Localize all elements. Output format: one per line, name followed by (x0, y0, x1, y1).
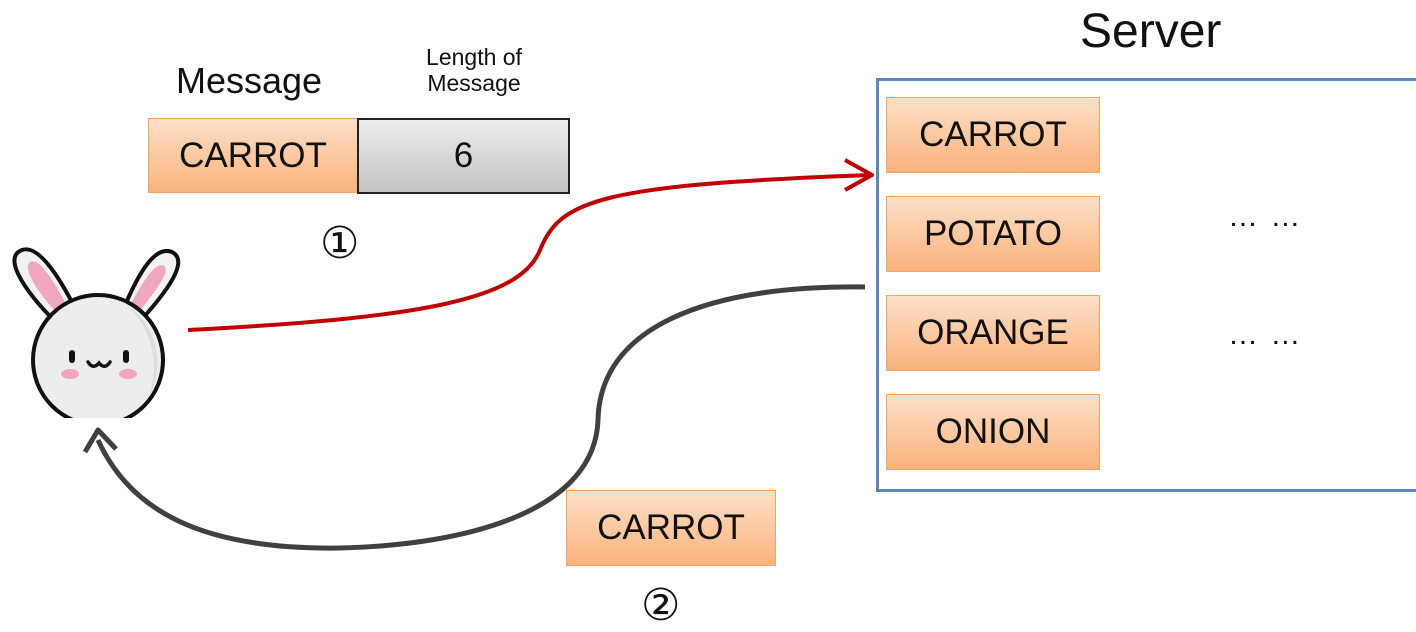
server-ellipsis-1: … … (1228, 200, 1303, 233)
length-header-line2: Message (427, 70, 521, 96)
server-entry-onion: ONION (886, 394, 1100, 470)
server-entry-potato: POTATO (886, 196, 1100, 272)
length-header: Length of Message (400, 44, 548, 96)
step1-marker: ① (320, 218, 360, 269)
server-entry-orange: ORANGE (886, 295, 1100, 371)
response-arrow (95, 284, 866, 551)
length-header-line1: Length of (426, 44, 522, 70)
message-word-cell: CARROT (148, 118, 358, 193)
response-arrowhead-icon (82, 427, 118, 454)
step2-marker: ② (641, 580, 681, 631)
request-arrow (187, 173, 871, 332)
response-word-cell: CARROT (566, 490, 776, 566)
server-ellipsis-2: … … (1228, 318, 1303, 351)
message-length-cell: 6 (357, 118, 570, 194)
server-title: Server (1080, 5, 1222, 58)
server-entry-carrot: CARROT (886, 97, 1100, 173)
message-header: Message (176, 60, 323, 101)
server-box (876, 78, 1416, 492)
bunny-icon (0, 238, 190, 427)
request-arrowhead-icon (844, 158, 874, 192)
